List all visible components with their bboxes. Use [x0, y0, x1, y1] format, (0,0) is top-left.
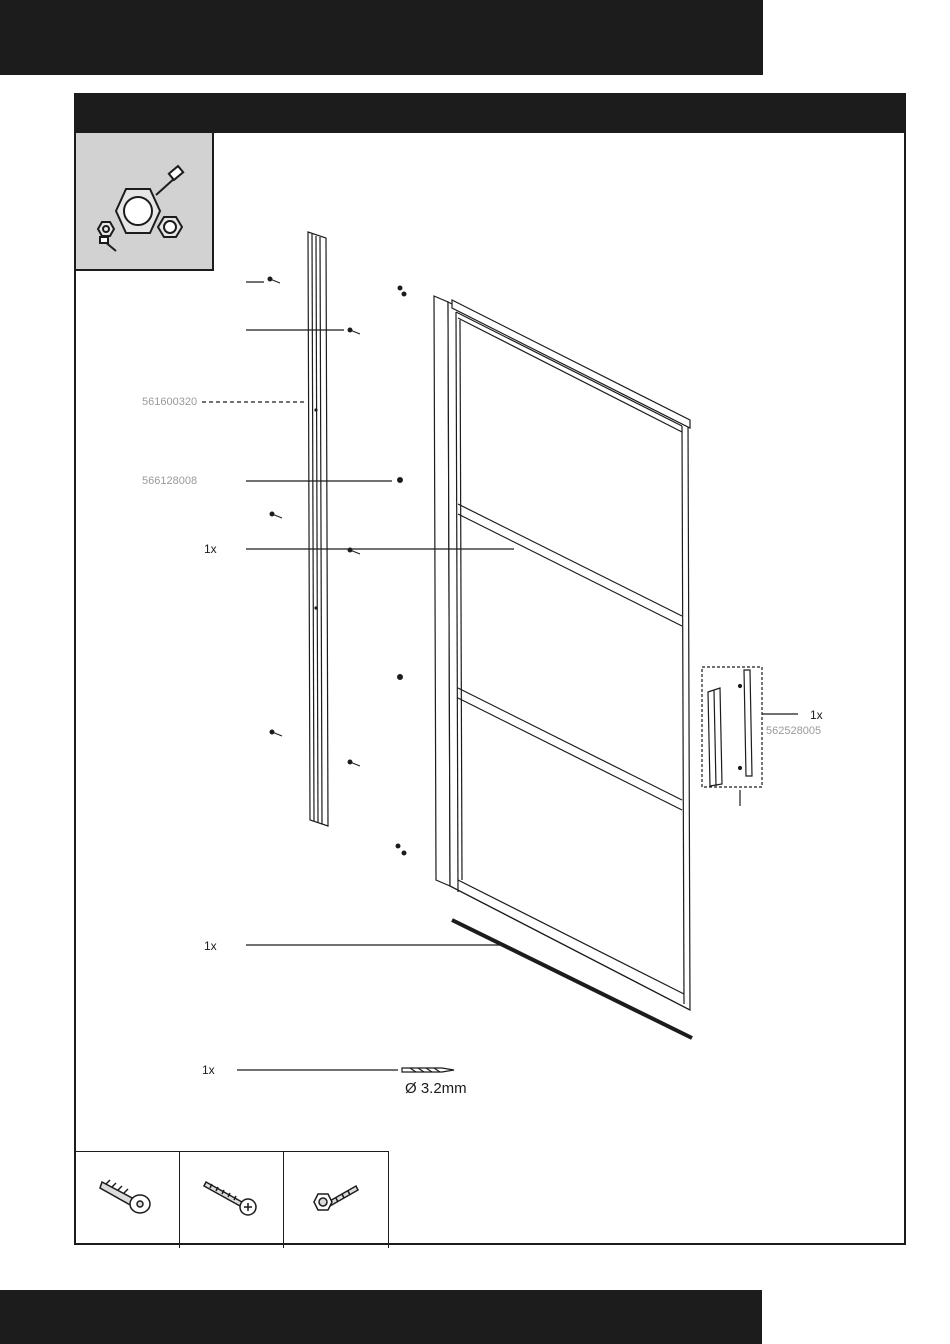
- profile-part-number: 561600320: [142, 396, 197, 408]
- handle-part-number: 562528005: [766, 725, 821, 737]
- wall-profile: [308, 232, 328, 826]
- bottom-footer-bar: [0, 1290, 762, 1344]
- handle-detail: [702, 667, 762, 806]
- handle-quantity: 1x: [810, 708, 823, 722]
- drill-bit-icon: [402, 1068, 454, 1072]
- drill-bit-quantity: 1x: [202, 1063, 215, 1077]
- door-panel-quantity: 1x: [204, 542, 217, 556]
- screw-part-number: 566128008: [142, 475, 197, 487]
- drill-diameter: Ø 3.2mm: [405, 1080, 467, 1097]
- door-panel: [434, 296, 690, 1010]
- screws: [268, 277, 406, 855]
- bottom-seal-quantity: 1x: [204, 939, 217, 953]
